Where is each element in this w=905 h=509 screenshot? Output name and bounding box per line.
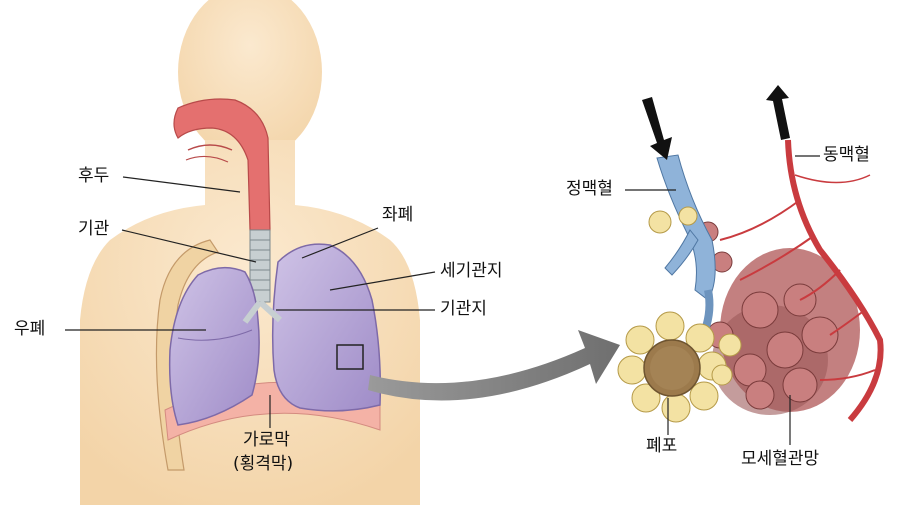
label-right-lung: 우폐 (14, 321, 45, 338)
label-diaphragm: 가로막 (243, 432, 290, 449)
label-bronchiole: 세기관지 (440, 263, 503, 280)
label-trachea: 기관 (78, 221, 109, 238)
blood-flow-arrows (642, 85, 790, 160)
label-bronchus: 기관지 (440, 301, 487, 318)
label-larynx: 후두 (78, 168, 109, 185)
outflow-arrow (766, 85, 790, 140)
inflow-arrow (642, 97, 672, 160)
label-alveolus: 폐포 (646, 438, 677, 455)
label-vein: 정맥혈 (566, 181, 613, 198)
label-diaphragm-sub: (횡격막) (233, 456, 293, 473)
label-left-lung: 좌폐 (382, 207, 413, 224)
capillary-network (698, 222, 860, 415)
label-capillary: 모세혈관망 (741, 451, 819, 468)
vein-vessel (657, 155, 715, 330)
label-artery: 동맥혈 (823, 147, 870, 164)
